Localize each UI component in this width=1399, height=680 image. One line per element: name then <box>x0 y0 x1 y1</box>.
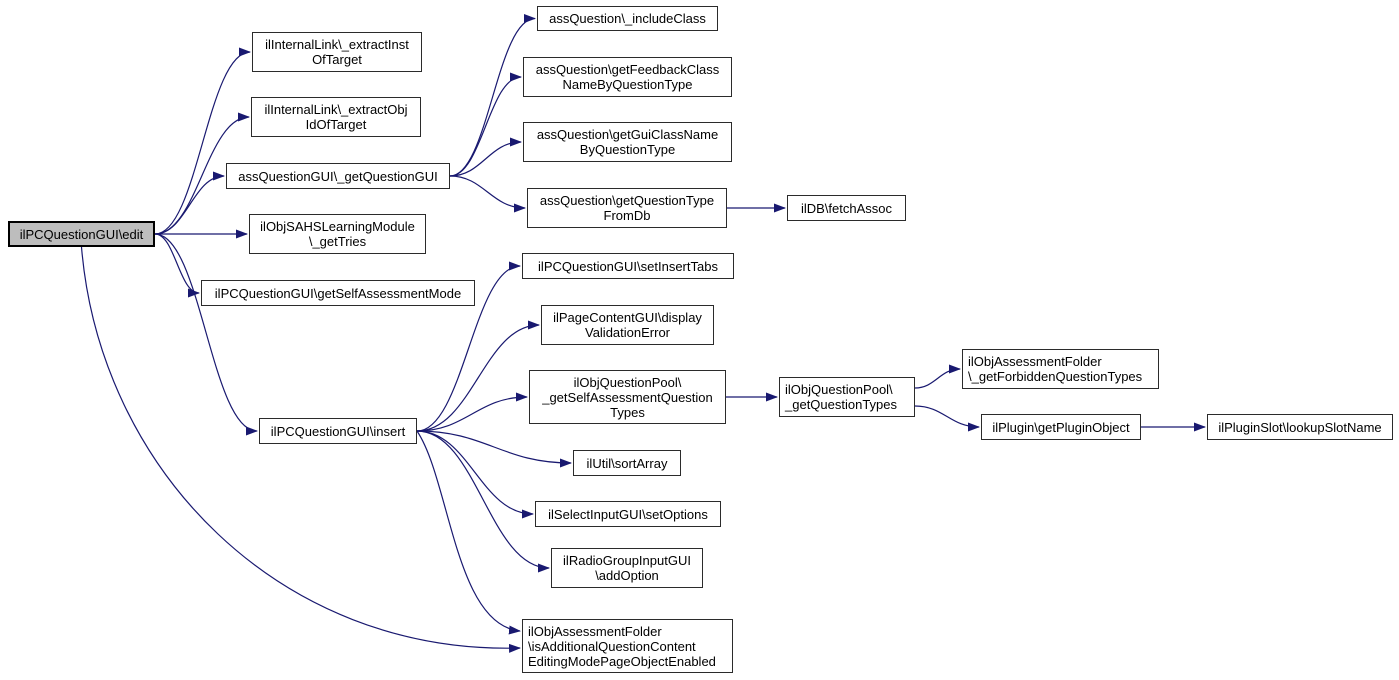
graph-node-label: Types <box>610 404 645 420</box>
edge-getQuestionGUI-getFeedbackClass <box>449 72 522 177</box>
graph-node-label: IdOfTarget <box>305 117 367 132</box>
edge-insert-displayValidationError <box>416 320 540 432</box>
graph-node-label: assQuestion\getFeedbackClass <box>535 62 720 77</box>
graph-node-label: assQuestion\getQuestionType <box>539 193 715 208</box>
graph-node-label: ilUtil\sortArray <box>586 455 668 471</box>
graph-node-label: OfTarget <box>312 52 362 67</box>
graph-node-label: ValidationError <box>584 325 671 340</box>
graph-node-label: ilObjAssessmentFolder <box>528 623 662 639</box>
edge-insert-getSelfAssessmentQuestionTypes <box>416 392 528 432</box>
edge-insert-setInsertTabs <box>416 261 521 432</box>
graph-node-label: ilSelectInputGUI\setOptions <box>548 506 708 522</box>
graph-node-label: ilPCQuestionGUI\insert <box>270 423 406 439</box>
graph-node-edit: ilPCQuestionGUI\edit <box>8 221 155 247</box>
graph-node-label: ByQuestionType <box>579 142 676 157</box>
edge-edit-getQuestionGUI <box>154 171 225 235</box>
graph-node-label: ilPCQuestionGUI\getSelfAssessmentMode <box>214 285 462 301</box>
graph-node-label: \_getForbiddenQuestionTypes <box>968 369 1143 384</box>
graph-node-label: assQuestionGUI\_getQuestionGUI <box>238 168 438 184</box>
graph-node-label: FromDb <box>603 208 651 223</box>
graph-node-label: \addOption <box>595 568 659 583</box>
graph-node-setInsertTabs[interactable]: ilPCQuestionGUI\setInsertTabs <box>522 253 734 279</box>
graph-node-label: ilPCQuestionGUI\setInsertTabs <box>538 258 718 274</box>
graph-node-label: NameByQuestionType <box>562 77 693 92</box>
graph-node-label: ilInternalLink\_extractObj <box>264 102 408 117</box>
edge-getQuestionGUI-getQuestionTypeFromDb <box>449 175 526 213</box>
graph-node-label: ilDB\fetchAssoc <box>800 200 893 216</box>
graph-node-label: assQuestion\getGuiClassName <box>536 127 719 142</box>
edge-insert-addOption <box>416 430 550 573</box>
graph-node-getSelfAssessmentQuestionTypes[interactable]: ilObjQuestionPool\_getSelfAssessmentQues… <box>529 370 726 424</box>
graph-node-label: ilObjQuestionPool\ <box>573 374 682 390</box>
edge-insert-sortArray <box>416 430 572 468</box>
edge-edit-insert <box>154 233 258 436</box>
graph-node-label: ilPlugin\getPluginObject <box>992 419 1130 435</box>
edge-insert-isAdditionalEnabled <box>416 430 521 635</box>
edge-getQuestionTypes-getForbiddenQuestionTypes <box>914 364 961 389</box>
graph-node-getSelfAssessmentMode[interactable]: ilPCQuestionGUI\getSelfAssessmentMode <box>201 280 475 306</box>
edge-edit-extractInst <box>154 47 251 235</box>
edge-getQuestionTypes-getPluginObject <box>914 405 980 432</box>
graph-node-label: ilPCQuestionGUI\edit <box>19 226 144 242</box>
graph-node-label: _getQuestionTypes <box>785 397 898 412</box>
graph-node-addOption[interactable]: ilRadioGroupInputGUI\addOption <box>551 548 703 588</box>
graph-node-label: assQuestion\_includeClass <box>549 11 706 26</box>
graph-node-label: ilPageContentGUI\display <box>553 310 702 325</box>
graph-node-insert[interactable]: ilPCQuestionGUI\insert <box>259 418 417 444</box>
graph-node-getQuestionGUI[interactable]: assQuestionGUI\_getQuestionGUI <box>226 163 450 189</box>
graph-node-includeClass[interactable]: assQuestion\_includeClass <box>537 6 718 31</box>
edge-getQuestionGUI-getGuiClassName <box>449 137 522 177</box>
graph-node-label: EditingModePageObjectEnabled <box>528 653 716 669</box>
graph-node-label: ilObjQuestionPool\ <box>785 382 893 397</box>
graph-node-label: _getSelfAssessmentQuestion <box>542 389 713 405</box>
graph-node-setOptions[interactable]: ilSelectInputGUI\setOptions <box>535 501 721 527</box>
graph-node-getTries[interactable]: ilObjSAHSLearningModule\_getTries <box>249 214 426 254</box>
graph-node-label: ilPluginSlot\lookupSlotName <box>1218 419 1382 435</box>
graph-node-lookupSlotName[interactable]: ilPluginSlot\lookupSlotName <box>1207 414 1393 440</box>
graph-node-getQuestionTypes[interactable]: ilObjQuestionPool\_getQuestionTypes <box>779 377 915 417</box>
graph-node-label: ilObjSAHSLearningModule <box>260 219 415 234</box>
graph-node-label: \isAdditionalQuestionContent <box>528 638 696 654</box>
edge-edit-isAdditionalEnabled <box>80 246 521 653</box>
graph-node-fetchAssoc[interactable]: ilDB\fetchAssoc <box>787 195 906 221</box>
graph-node-isAdditionalEnabled[interactable]: ilObjAssessmentFolder\isAdditionalQuesti… <box>522 619 733 673</box>
graph-node-label: ilInternalLink\_extractInst <box>265 37 409 52</box>
graph-node-label: \_getTries <box>308 234 367 249</box>
graph-node-label: ilObjAssessmentFolder <box>968 354 1102 369</box>
graph-node-label: ilRadioGroupInputGUI <box>563 553 691 568</box>
graph-node-getPluginObject[interactable]: ilPlugin\getPluginObject <box>981 414 1141 440</box>
graph-node-sortArray[interactable]: ilUtil\sortArray <box>573 450 681 476</box>
graph-node-getForbiddenQuestionTypes[interactable]: ilObjAssessmentFolder\_getForbiddenQuest… <box>962 349 1159 389</box>
